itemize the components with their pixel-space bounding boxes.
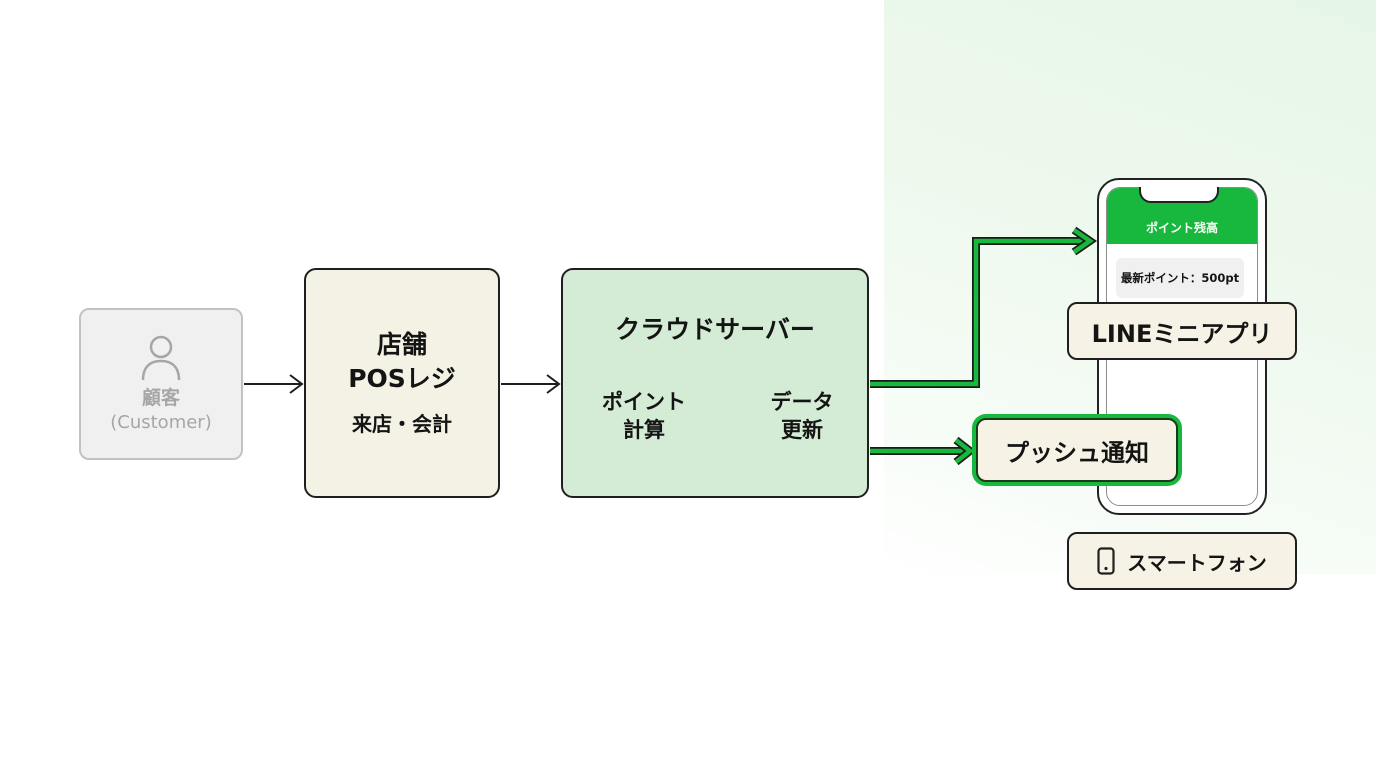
cloud-title: クラウドサーバー	[615, 315, 815, 344]
smartphone-icon	[1097, 547, 1115, 575]
cloud-step-update-line1: データ	[770, 390, 834, 414]
pos-caption: 来店・会計	[352, 412, 452, 436]
arrow-customer-to-pos	[244, 374, 304, 394]
pos-register-node: 店舗 POSレジ 来店・会計	[304, 268, 500, 498]
line-mini-app-label: LINEミニアプリ	[1067, 302, 1297, 360]
smartphone-label-text: スマートフォン	[1127, 550, 1267, 575]
customer-sublabel: (Customer)	[110, 412, 212, 433]
push-notification-label: プッシュ通知	[976, 418, 1178, 482]
cloud-step-update-line2: 更新	[781, 418, 823, 442]
cloud-step-calc-line2: 計算	[623, 418, 665, 442]
pos-title-line1: 店舗	[376, 330, 427, 359]
phone-points-balance: 最新ポイント：500pt	[1116, 258, 1244, 298]
arrow-pos-to-cloud	[501, 374, 561, 394]
cloud-step-calc-line1: ポイント	[602, 390, 686, 414]
pos-title-line2: POSレジ	[348, 364, 456, 393]
cloud-step-update: データ 更新	[747, 388, 857, 444]
customer-label: 顧客	[141, 387, 180, 409]
cloud-server-node: クラウドサーバー ポイント 計算 データ 更新	[561, 268, 869, 498]
customer-node: 顧客 (Customer)	[79, 308, 243, 460]
phone-notch	[1139, 187, 1219, 203]
person-icon	[141, 335, 181, 381]
cloud-step-calc: ポイント 計算	[589, 388, 699, 444]
smartphone-label: スマートフォン	[1067, 532, 1297, 590]
